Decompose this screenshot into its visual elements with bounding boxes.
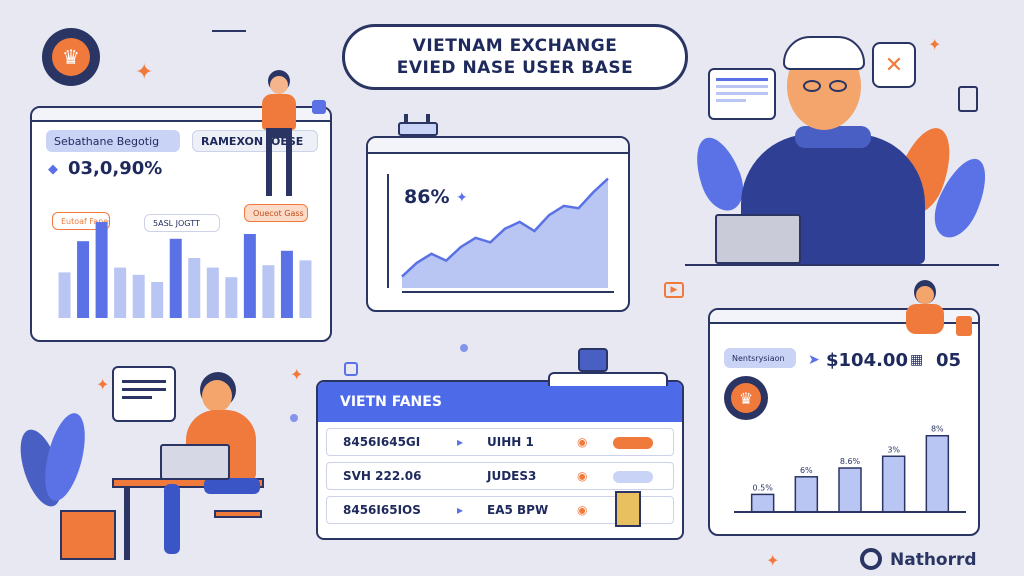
table-row[interactable]: 8456I645GI ▸ UIHH 1 ◉ — [326, 428, 674, 456]
bar — [95, 222, 108, 318]
sparkle-icon: ✦ — [928, 35, 942, 54]
worker-illustration — [12, 370, 286, 566]
bar — [77, 241, 90, 318]
series-line — [401, 177, 609, 278]
line-chart-panel: 86% ✦ — [366, 136, 630, 312]
window-titlebar — [32, 108, 330, 122]
trophy-badge: ♛ — [724, 376, 768, 420]
bar-label: 3% — [887, 445, 900, 454]
bar — [750, 493, 775, 513]
robot-icon — [578, 348, 608, 372]
document-card — [708, 68, 776, 120]
chat-icon — [312, 100, 326, 114]
bar-chart-panel: Sebathane Begotig RAMEXON IOESE ◆ 03,0,9… — [30, 106, 332, 342]
tag-icon — [956, 316, 972, 336]
table-panel: VIETN FANES 8456I645GI ▸ UIHH 1 ◉ SVH 22… — [316, 380, 684, 540]
table-row[interactable]: 8456I65IOS ▸ EA5 BPW ◉ — [326, 491, 674, 527]
area-fill — [402, 178, 608, 288]
brand-name: Nathorrd — [890, 550, 977, 570]
gadget-icon — [398, 114, 438, 138]
callout-2: 5ASL JOGTT — [144, 214, 220, 232]
chevron-right-icon: ▸ — [457, 503, 464, 517]
bar — [881, 455, 906, 513]
bar-label: 0.5% — [753, 483, 774, 492]
bar — [169, 238, 182, 318]
eye-icon[interactable]: ◉ — [577, 503, 588, 517]
callout-3: Ouecot Gass — [244, 204, 308, 222]
decor-dot — [290, 414, 298, 422]
trophy-icon: ♛ — [52, 38, 90, 76]
bar — [280, 250, 293, 318]
brand-logo-icon — [860, 548, 882, 570]
bar — [151, 282, 164, 318]
stats-panel: Nentsrysiaon ➤ $104.00 ▦ 05 ♛ 0.5% 6% 8.6%… — [708, 308, 980, 536]
row-id: SVH 222.06 — [343, 469, 422, 483]
row-code: UIHH 1 — [487, 435, 534, 449]
presenter-illustration — [685, 36, 999, 268]
window-titlebar — [368, 138, 628, 154]
folder-tab — [548, 372, 668, 386]
chevron-right-icon: ▸ — [457, 435, 464, 449]
arrow-icon: ➤ — [808, 352, 820, 368]
table-header: VIETN FANES — [340, 394, 442, 410]
person-illustration — [900, 280, 950, 346]
status-toggle[interactable] — [613, 437, 653, 449]
network-icon — [212, 30, 246, 48]
bar — [58, 272, 71, 318]
line-value: 86% — [404, 186, 450, 208]
bar — [206, 267, 219, 318]
bar — [243, 234, 256, 318]
row-code: EA5 BPW — [487, 503, 549, 517]
count-value: 05 — [936, 350, 962, 371]
eye-icon[interactable]: ◉ — [577, 435, 588, 449]
product-box-icon — [615, 491, 641, 527]
main-title: VIETNAM EXCHANGE EVIED NASE USER BASE — [342, 24, 688, 90]
row-id: 8456I65IOS — [343, 503, 421, 517]
speech-bubble — [112, 366, 176, 422]
person-illustration — [258, 70, 302, 196]
decor-dot — [460, 344, 468, 352]
sparkle-icon: ✦ — [135, 60, 154, 85]
big-value: 03,0,90% — [68, 158, 163, 179]
callout-1: Eutoaf Fanes — [52, 212, 110, 230]
trophy-badge: ♛ — [42, 28, 100, 86]
bar — [262, 265, 275, 318]
bar — [838, 467, 862, 513]
bar-label: 8% — [931, 425, 944, 434]
bar — [225, 277, 238, 318]
network-icon — [958, 86, 978, 112]
title-line-1: VIETNAM EXCHANGE — [412, 36, 618, 56]
status-toggle[interactable] — [613, 471, 653, 483]
bar — [114, 267, 127, 318]
row-id: 8456I645GI — [343, 435, 421, 449]
bar — [299, 260, 312, 318]
bar-label: 6% — [800, 466, 813, 475]
calculator-icon: ▦ — [910, 352, 924, 368]
bar-label: 8.6% — [840, 457, 861, 466]
sparkle-small-icon: ✦ — [456, 190, 468, 206]
tab-label[interactable]: Sebathane Begotig — [46, 130, 180, 152]
play-icon[interactable]: ▶ — [664, 282, 684, 298]
drop-icon: ◆ — [48, 162, 58, 177]
table-row[interactable]: SVH 222.06 JUDES3 ◉ — [326, 462, 674, 490]
trophy-icon: ♛ — [731, 383, 761, 413]
close-icon[interactable]: ✕ — [872, 42, 916, 88]
table-header-bar — [318, 382, 682, 422]
bar — [188, 258, 201, 318]
eye-icon[interactable]: ◉ — [577, 469, 588, 483]
line-chart — [387, 174, 614, 293]
sparkle-icon: ✦ — [96, 375, 110, 394]
sparkle-icon: ✦ — [290, 365, 304, 384]
stats-bar-chart: 0.5% 6% 8.6% 3% 8% — [734, 425, 966, 513]
bar — [925, 434, 950, 513]
amount-value: $104.00 — [826, 350, 908, 371]
tag-label[interactable]: Nentsrysiaon — [724, 348, 796, 368]
row-code: JUDES3 — [487, 469, 537, 483]
bar — [132, 274, 145, 318]
folder-icon — [344, 362, 358, 376]
title-line-2: EVIED NASE USER BASE — [396, 58, 634, 78]
bar — [794, 476, 819, 513]
sparkle-icon: ✦ — [766, 551, 780, 570]
bar-chart — [58, 222, 312, 318]
